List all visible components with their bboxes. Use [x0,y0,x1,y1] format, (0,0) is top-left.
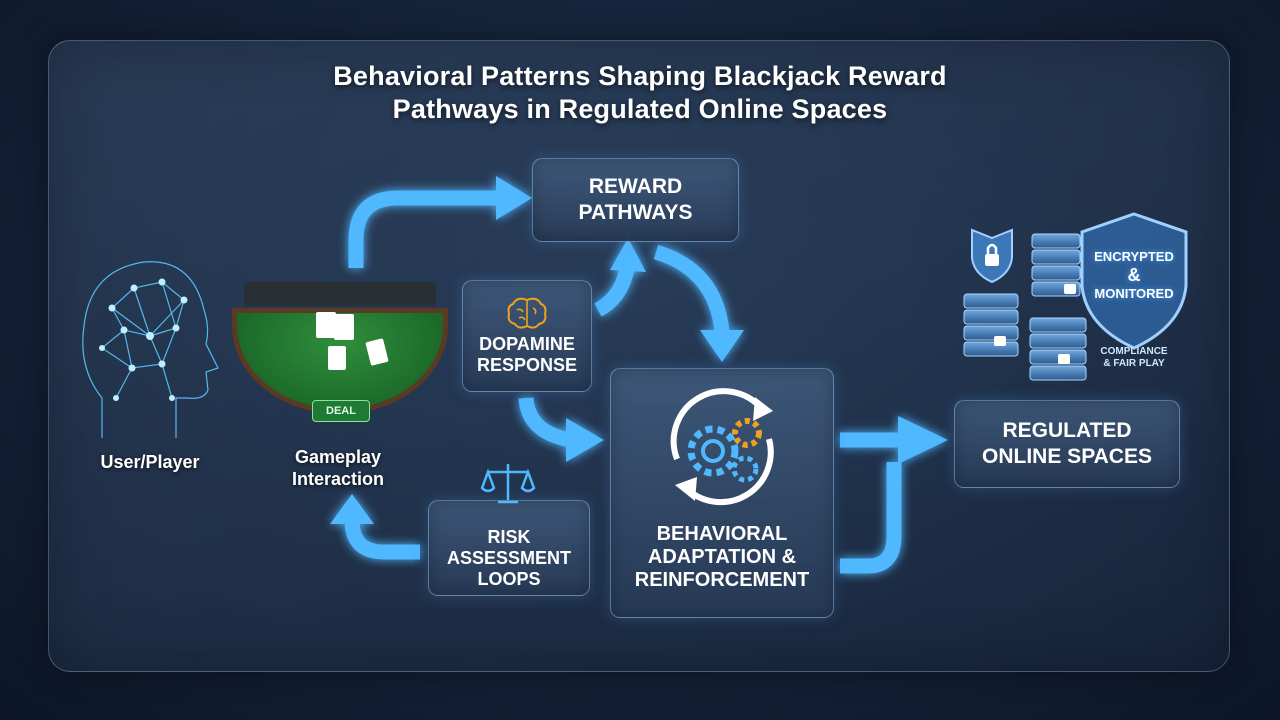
shield-line-1: ENCRYPTED [1094,249,1174,264]
shield-line-2: & [1127,265,1141,285]
reward-line-1: REWARD [588,175,683,198]
behavioral-line-3: REINFORCEMENT [634,569,810,591]
regulated-spaces-node: REGULATED ONLINE SPACES [954,400,1180,488]
deal-button[interactable]: DEAL [312,400,370,422]
dopamine-response-node: DOPAMINE RESPONSE [462,280,592,392]
card [334,314,354,340]
reward-line-2: PATHWAYS [578,201,693,224]
risk-line-2: ASSESSMENT [446,547,572,568]
title-line-2: Pathways in Regulated Online Spaces [392,94,888,124]
small-shield-icon [971,228,1013,284]
compliance-line-1: COMPLIANCE [1100,346,1168,357]
security-cluster [963,212,1188,381]
reward-pathways-node: REWARD PATHWAYS [532,158,739,242]
arrow-gameplay-to-reward [348,190,500,268]
padlock-icon [994,284,1076,364]
shield-text: ENCRYPTED & MONITORED [1082,248,1186,302]
behavioral-line-1: BEHAVIORAL [656,523,788,545]
scales-icon [480,464,536,504]
regulated-line-1: REGULATED [1002,419,1132,442]
arrow-reward-to-behavioral [653,244,730,333]
arrowhead-behavioral-top [700,330,744,362]
arrow-loop-to-regulated [840,462,902,574]
user-player-label: User/Player [100,452,200,472]
brain-icon [507,297,547,329]
gameplay-label-line-1: Gameplay [294,447,382,467]
shield-icon [1080,212,1188,350]
card [316,312,336,338]
title-line-1: Behavioral Patterns Shaping Blackjack Re… [333,61,947,91]
behavioral-line-2: ADAPTATION & [647,546,797,568]
arrowhead-dopamine-reward [610,238,646,272]
behavioral-adaptation-node: BEHAVIORAL ADAPTATION & REINFORCEMENT [610,368,834,618]
gameplay-label: Gameplay Interaction [268,446,408,490]
head-network-icon [82,261,219,438]
page-title: Behavioral Patterns Shaping Blackjack Re… [0,60,1280,126]
shield-line-3: MONITORED [1094,286,1174,301]
risk-assessment-node: RISK ASSESSMENT LOOPS [428,500,590,596]
risk-line-3: LOOPS [477,568,541,589]
arrow-dopamine-to-behavioral [518,397,572,448]
arrowhead-regulated [898,416,948,464]
card [328,346,346,370]
compliance-text: COMPLIANCE & FAIR PLAY [1086,346,1182,370]
blackjack-table-icon: DEAL [232,282,448,426]
betting-board [244,282,436,306]
gears-cycle-icon [670,388,774,506]
risk-line-1: RISK [487,526,531,547]
arrow-risk-to-gameplay [344,519,420,560]
arrowhead-reward [496,176,532,220]
arrowhead-gameplay [330,494,374,524]
arrowhead-behavioral-left [566,418,604,462]
regulated-line-2: ONLINE SPACES [982,445,1152,468]
compliance-line-2: & FAIR PLAY [1103,358,1165,369]
dopamine-line-1: DOPAMINE [479,334,575,354]
dopamine-line-2: RESPONSE [476,355,578,375]
gameplay-label-line-2: Interaction [291,469,384,489]
